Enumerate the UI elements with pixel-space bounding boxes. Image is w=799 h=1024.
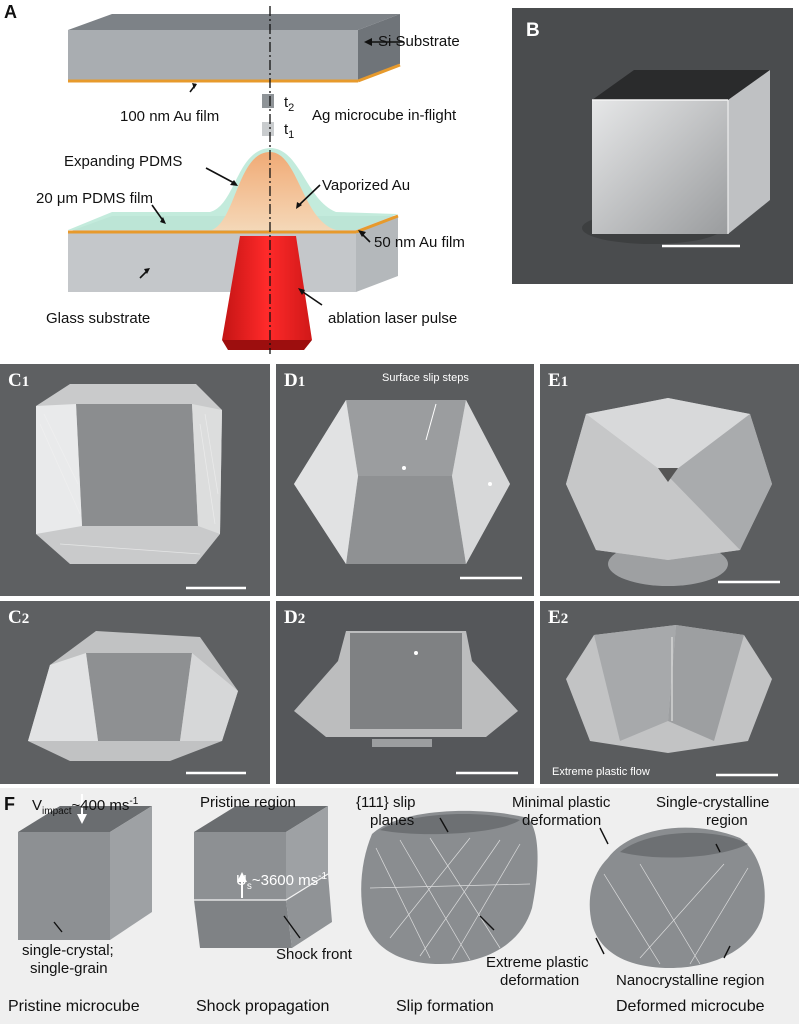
panel-e2-letter: E2 bbox=[548, 607, 569, 628]
panel-a-letter: A bbox=[4, 2, 17, 22]
slip-planes-label-2: planes bbox=[370, 812, 415, 829]
caption-deformed-microcube: Deformed microcube bbox=[616, 998, 765, 1015]
laser-beam bbox=[222, 236, 312, 350]
panel-f-letter: F bbox=[4, 794, 15, 814]
expanding-pdms-label: Expanding PDMS bbox=[64, 153, 183, 170]
microcube-t2 bbox=[262, 94, 274, 108]
extreme-deformation-label-2: deformation bbox=[500, 972, 580, 989]
panel-b-letter: B bbox=[526, 20, 540, 41]
minimal-deformation-label-1: Minimal plastic bbox=[512, 794, 611, 811]
deformed-cube-shape bbox=[589, 827, 765, 968]
extreme-deformation-label-1: Extreme plastic bbox=[486, 954, 589, 971]
single-crystal-label-2: single-grain bbox=[30, 960, 108, 977]
pristine-cube bbox=[18, 806, 152, 940]
single-crystal-label-1: single-crystal; bbox=[22, 942, 114, 959]
si-substrate-block bbox=[68, 14, 401, 83]
vaporized-au-label: Vaporized Au bbox=[322, 177, 411, 194]
panel-f-diagram bbox=[18, 794, 765, 968]
caption-shock-propagation: Shock propagation bbox=[196, 998, 330, 1015]
surface-slip-steps-label: Surface slip steps bbox=[382, 372, 469, 384]
panel-d2-letter: D2 bbox=[284, 607, 306, 628]
panel-c2-sem-image: C2 bbox=[0, 601, 270, 784]
panel-a-diagram bbox=[68, 6, 404, 354]
panel-e2-sem-image: E2 Extreme plastic flow bbox=[540, 601, 799, 784]
single-crystalline-label-1: Single-crystalline bbox=[656, 794, 770, 811]
t1-label: t1 bbox=[284, 121, 295, 141]
shock-velocity-label: Us~3600 ms-1 bbox=[236, 871, 328, 892]
glass-substrate-label: Glass substrate bbox=[46, 310, 151, 327]
microcube-t1 bbox=[262, 122, 274, 136]
microcube-inflight-label: Ag microcube in-flight bbox=[312, 107, 457, 124]
caption-pristine-microcube: Pristine microcube bbox=[8, 998, 140, 1015]
si-substrate-label: Si Substrate bbox=[378, 33, 460, 50]
laser-pulse-label: ablation laser pulse bbox=[328, 310, 458, 327]
pristine-region-label: Pristine region bbox=[200, 794, 296, 811]
slip-planes-label-1: {111} slip bbox=[356, 794, 416, 811]
panel-e1-sem-image: E1 bbox=[540, 364, 799, 596]
t2-label: t2 bbox=[284, 94, 295, 114]
au-film-50-label: 50 nm Au film bbox=[374, 234, 465, 251]
v-impact-label: Vimpact~400 ms-1 bbox=[32, 796, 139, 817]
pdms-film-label: 20 μm PDMS film bbox=[36, 190, 153, 207]
shock-front-label: Shock front bbox=[276, 946, 352, 963]
panel-d2-sem-image: D2 bbox=[276, 601, 534, 784]
pdms-film bbox=[68, 148, 398, 230]
shock-cube bbox=[194, 806, 332, 948]
single-crystalline-label-2: region bbox=[706, 812, 748, 829]
au-film-100-label: 100 nm Au film bbox=[120, 108, 220, 125]
slip-formation-shape bbox=[361, 810, 538, 964]
vaporized-au-plume bbox=[212, 152, 336, 230]
nanocrystalline-label: Nanocrystalline region bbox=[616, 972, 765, 989]
caption-slip-formation: Slip formation bbox=[396, 998, 494, 1015]
panel-c1-sem-image: C1 bbox=[0, 364, 270, 596]
extreme-plastic-flow-label: Extreme plastic flow bbox=[552, 766, 650, 778]
minimal-deformation-label-2: deformation bbox=[522, 812, 602, 829]
panel-c1-letter: C1 bbox=[8, 370, 30, 391]
panel-b-sem-image: B bbox=[512, 8, 793, 284]
panel-d1-letter: D1 bbox=[284, 370, 306, 391]
panel-d1-sem-image: D1 Surface slip steps bbox=[276, 364, 534, 596]
panel-e1-letter: E1 bbox=[548, 370, 569, 391]
panel-c2-letter: C2 bbox=[8, 607, 30, 628]
